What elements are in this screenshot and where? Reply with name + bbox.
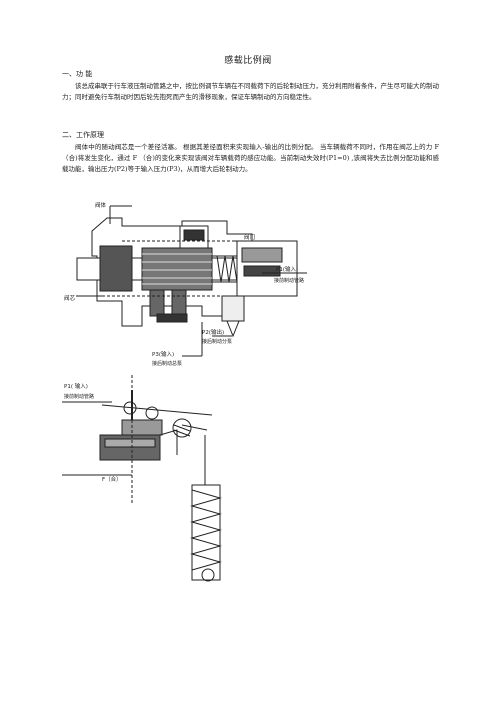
label-fig2-p1-input: P1( 输入): [64, 382, 88, 390]
label-p2-output: P2(输出): [202, 328, 224, 336]
section-heading-principle: 二、工作原理: [62, 131, 104, 139]
label-p3-input: P3(输入): [152, 350, 174, 358]
label-valve-body: 阀体: [95, 201, 107, 209]
label-valve-core: 阀芯: [64, 294, 76, 302]
section-heading-function: 一、功 能: [62, 70, 93, 78]
label-p3-subtitle: 接后制动总泵: [152, 360, 182, 367]
label-valve-door: 阀门: [244, 233, 255, 241]
section-text-principle: 阀体中的随动阀芯是一个差径活塞。 根据其差径面积来实现输入-输出的比例分配。 当…: [62, 143, 439, 174]
section-text-function: 该总成串联于行车液压制动管路之中，按比例调节车辆在不同载荷下的后轮制动压力，充分…: [62, 82, 439, 102]
label-p1-input: P1(输入): [276, 265, 298, 273]
label-p2-subtitle: 接后制动分泵: [202, 338, 232, 345]
label-force-f: F（合）: [102, 475, 122, 483]
linkage-spring-figure: P1( 输入) 接前制动管路 F（合）: [62, 375, 222, 582]
label-p1-subtitle: 接前制动管路: [274, 277, 304, 284]
valve-cross-section-figure: 阀体 阀门 P1(输入) 接前制动管路 阀芯 P2(输出) 接后制动分泵 P3(…: [64, 201, 307, 367]
label-fig2-p1-subtitle: 接前制动管路: [64, 393, 94, 400]
page-title: 感载比例阀: [224, 56, 272, 66]
